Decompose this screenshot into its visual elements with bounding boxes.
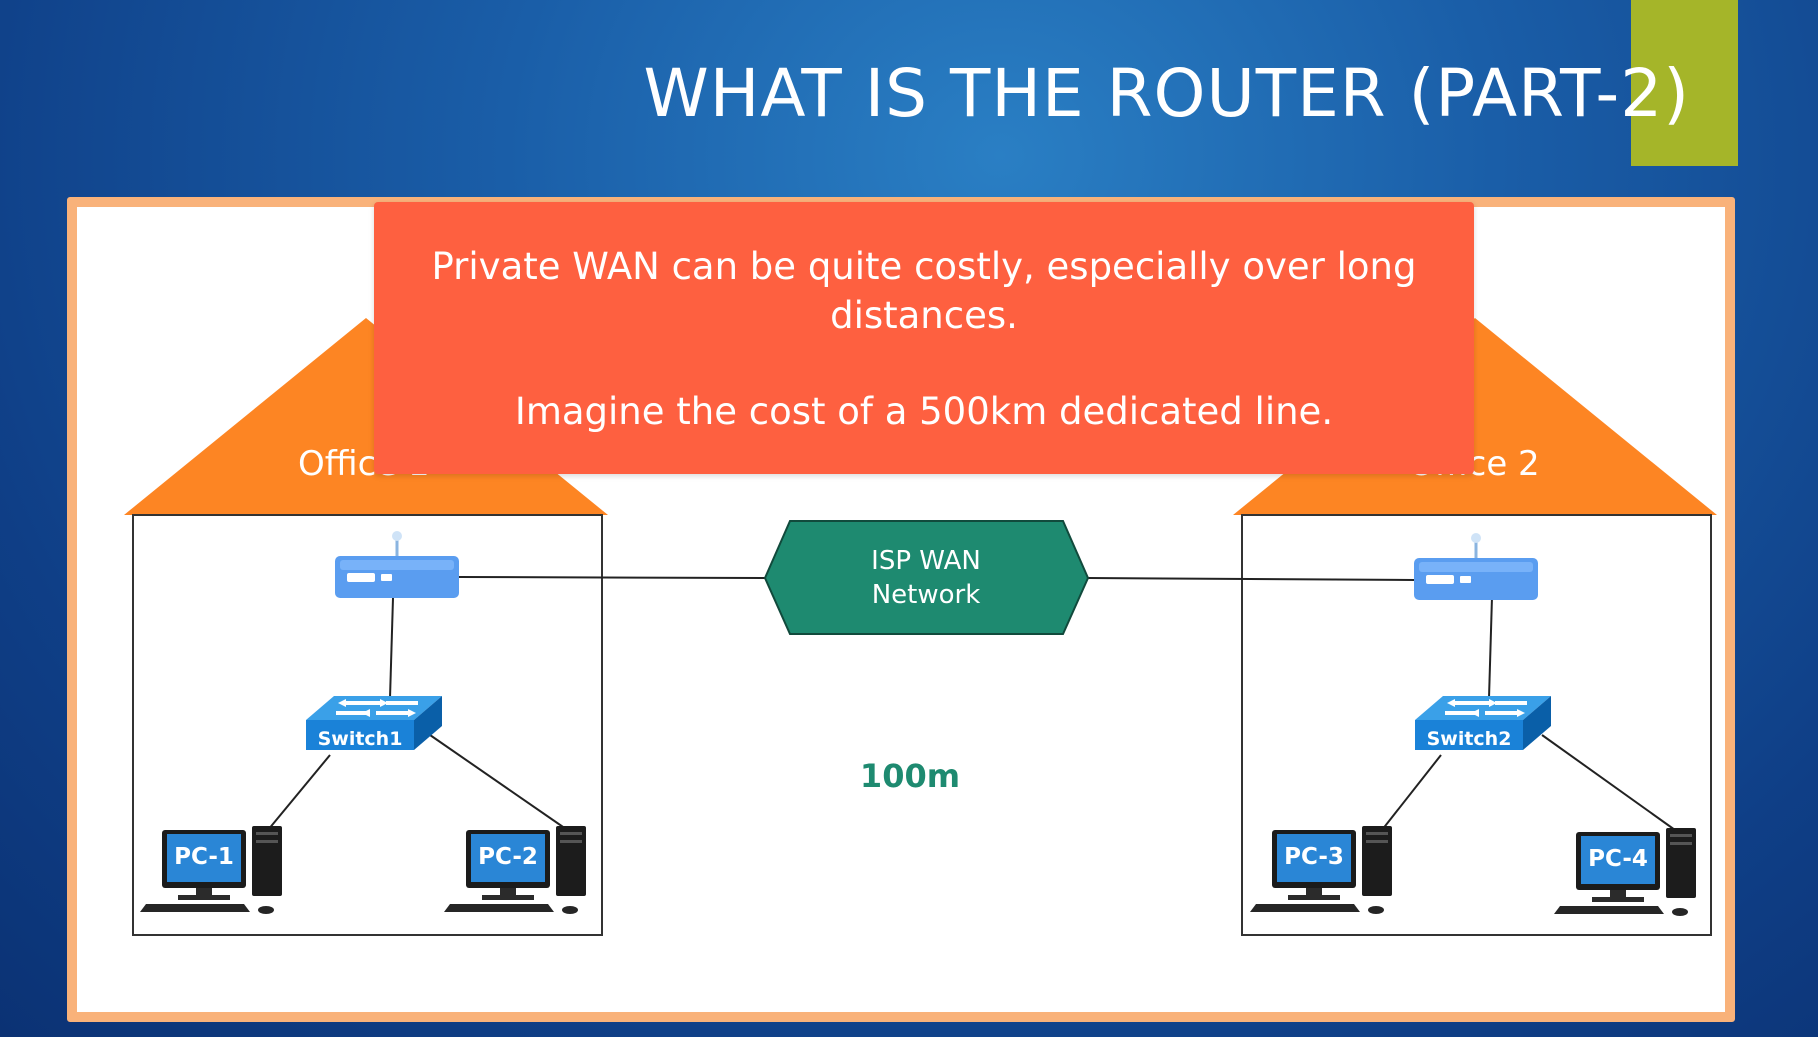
connections	[267, 576, 1676, 831]
link-switch1-pc1	[267, 754, 331, 831]
router-icon[interactable]	[333, 529, 461, 600]
callout-line-1: Private WAN can be quite costly, especia…	[431, 245, 1417, 337]
office-2-walls	[1241, 514, 1712, 936]
wan-label-line2: Network	[872, 580, 981, 610]
link-router1-wan	[458, 576, 766, 579]
switch-icon[interactable]: Switch2	[1413, 694, 1553, 752]
link-router1-switch1	[389, 597, 394, 699]
pc1-label: PC-1	[174, 844, 234, 870]
office-1-walls	[132, 514, 603, 936]
desktop-pc-icon[interactable]: PC-4	[1554, 828, 1696, 916]
distance-label: 100m	[860, 757, 960, 795]
router-icon[interactable]	[1412, 531, 1540, 602]
wan-hexagon	[763, 520, 1090, 635]
switch-icon[interactable]: Switch1	[304, 694, 444, 752]
desktop-pc-icon[interactable]: PC-3	[1250, 826, 1392, 914]
pc2-label: PC-2	[478, 844, 538, 870]
pc3-label: PC-3	[1284, 844, 1344, 870]
isp-wan-cloud: ISP WAN Network	[763, 520, 1090, 635]
cost-callout: Private WAN can be quite costly, especia…	[374, 202, 1474, 474]
link-router2-switch2	[1488, 596, 1493, 699]
link-switch2-pc4	[1541, 734, 1676, 831]
title-accent-bar	[1631, 0, 1738, 166]
switch1-label: Switch1	[318, 728, 403, 750]
desktop-pc-icon[interactable]: PC-2	[444, 826, 586, 914]
desktop-pc-icon[interactable]: PC-1	[140, 826, 282, 914]
link-switch2-pc3	[1381, 754, 1442, 831]
link-wan-router2	[1087, 577, 1415, 581]
switch2-label: Switch2	[1427, 728, 1512, 750]
slide-title: WHAT IS THE ROUTER (PART-2)	[643, 55, 1690, 132]
callout-line-2: Imagine the cost of a 500km dedicated li…	[514, 390, 1334, 433]
wan-label-line1: ISP WAN	[871, 546, 981, 576]
pc4-label: PC-4	[1588, 846, 1648, 872]
link-switch1-pc2	[429, 734, 567, 830]
